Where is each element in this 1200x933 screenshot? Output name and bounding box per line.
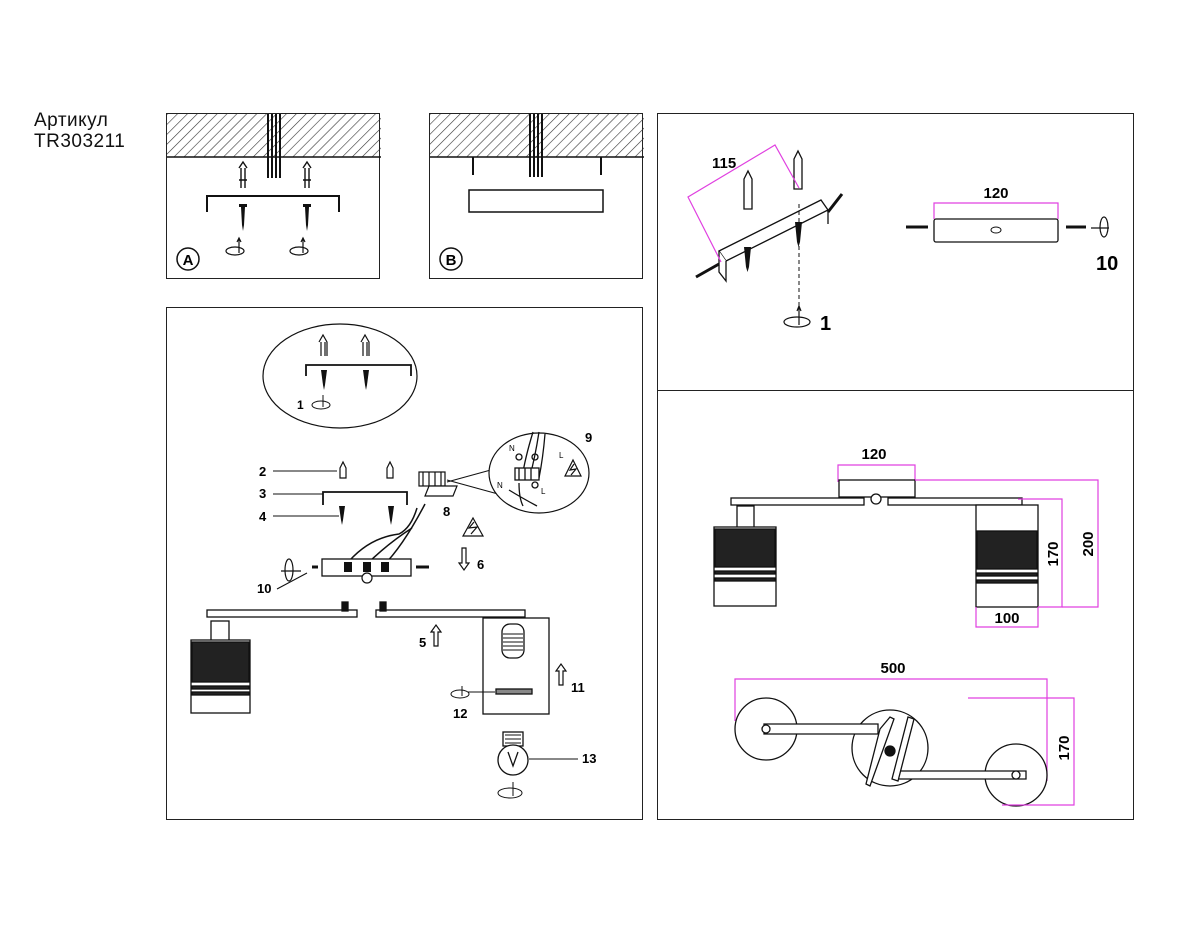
step-4-marker: 4	[259, 509, 267, 524]
arm-left	[206, 601, 358, 618]
terminal-l-label: L	[559, 451, 564, 460]
side-view-fixture	[713, 479, 1039, 608]
dowel-icon	[339, 460, 394, 479]
step-1-label: 1	[820, 313, 831, 335]
shade-left	[190, 620, 251, 714]
article-label: Артикул	[34, 110, 109, 131]
dim-500-label: 500	[880, 660, 905, 677]
bracket-mini	[305, 364, 412, 376]
step-10-label: 10	[1096, 253, 1118, 275]
shade-right	[482, 617, 550, 715]
surface-frame	[472, 157, 602, 175]
rotate-screwdriver-icon	[1091, 216, 1109, 238]
screw-icon	[339, 506, 394, 525]
badge-circle	[439, 247, 463, 271]
dim-100	[975, 607, 1039, 628]
step-1-marker: 1	[297, 398, 304, 412]
dim-100-label: 100	[994, 610, 1019, 627]
dim-200-label: 200	[1080, 531, 1097, 556]
step-9-marker: 9	[585, 430, 592, 445]
badge-a: A	[183, 252, 194, 269]
ceiling-hatch	[167, 114, 381, 157]
wire-connectors	[344, 562, 389, 572]
electric-warning-icon	[461, 516, 485, 537]
bracket-isometric	[695, 193, 844, 283]
power-cable	[267, 114, 281, 178]
arm-right	[375, 601, 526, 618]
dim-canopy-120-label: 120	[861, 446, 886, 463]
rotate-screwdriver-icon	[281, 558, 301, 582]
dim-top-170-label: 170	[1056, 735, 1073, 760]
arrow-down-icon	[457, 547, 471, 572]
rotate-screwdriver-icon	[450, 686, 470, 699]
dim-120-label: 120	[983, 185, 1008, 202]
power-cable	[529, 114, 543, 177]
mounting-bracket	[322, 491, 408, 505]
bracket-diagram: 115 1 120 10	[687, 144, 1118, 335]
step-3-marker: 3	[259, 486, 266, 501]
dim-top-170	[968, 697, 1075, 806]
terminal-n-label: N	[509, 444, 515, 453]
terminal-block-icon	[418, 471, 458, 497]
dowel-icon	[318, 333, 370, 356]
step-6-marker: 6	[477, 557, 484, 572]
dim-500	[734, 678, 1048, 781]
canopy-nut	[361, 572, 373, 584]
leader-10	[276, 572, 308, 590]
electric-warning-icon	[564, 458, 582, 477]
badge-circle	[176, 247, 200, 271]
terminal-l2-label: L	[541, 487, 546, 496]
step-5-marker: 5	[419, 635, 426, 650]
badge-b: B	[446, 252, 457, 269]
step-11-marker: 11	[571, 680, 585, 695]
lightbulb-icon	[497, 731, 529, 776]
terminal-n2-label: N	[497, 481, 503, 490]
step-12-marker: 12	[453, 706, 467, 721]
arrow-up-icon	[554, 662, 568, 686]
dim-170	[1018, 498, 1063, 608]
screw-icon	[239, 204, 311, 231]
article-block: Артикул TR303211	[34, 110, 125, 152]
mounting-bracket	[206, 195, 340, 212]
plate-hole	[990, 226, 1002, 234]
step-10-marker: 10	[257, 581, 271, 596]
dowel-icon	[743, 149, 803, 210]
assembly-diagram: 1 2 3 4 8 9 N	[190, 323, 596, 799]
rotate-screwdriver-icon	[783, 304, 811, 328]
wiring-detail	[508, 431, 546, 507]
top-view-fixture	[734, 697, 1048, 807]
ceiling-mount-b-diagram: B	[430, 114, 644, 271]
panel-bracket: 115 1 120 10	[657, 113, 1134, 392]
article-code: TR303211	[34, 131, 126, 152]
panel-ceiling-option-b: B	[429, 113, 644, 279]
detail-bubble-mount	[262, 323, 418, 429]
step-13-marker: 13	[582, 751, 596, 766]
panel-assembly: 1 2 3 4 8 9 N	[166, 307, 643, 820]
dim-120	[933, 202, 1059, 219]
step-2-marker: 2	[259, 464, 266, 479]
dim-115	[687, 144, 800, 263]
ceiling-mount-a-diagram: A	[167, 114, 381, 271]
rotate-screwdriver-icon	[225, 236, 309, 256]
wires	[344, 503, 426, 567]
dim-200	[915, 479, 1099, 608]
screw-icon	[321, 370, 369, 390]
arrow-up-icon	[429, 623, 443, 647]
dim-170-label: 170	[1045, 541, 1062, 566]
panel-ceiling-option-a: A	[166, 113, 381, 279]
dimensions-diagram: 120 170 200 100	[713, 446, 1099, 807]
panel-dimensions: 120 170 200 100	[657, 390, 1134, 820]
canopy-plate	[468, 189, 604, 213]
mounting-plate-top	[933, 218, 1059, 243]
dim-canopy-120	[837, 464, 916, 482]
rotate-screwdriver-icon	[497, 782, 523, 799]
dowel-icon	[238, 160, 312, 188]
dim-115-label: 115	[712, 155, 736, 172]
rotate-screwdriver-icon	[311, 395, 331, 410]
step-8-marker: 8	[443, 504, 450, 519]
